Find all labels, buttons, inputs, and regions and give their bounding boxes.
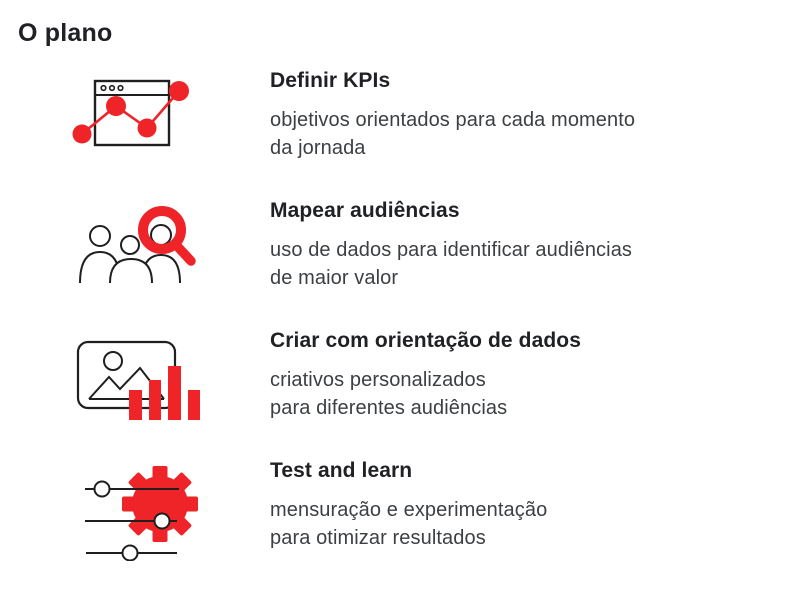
list-item: Mapear audiências uso de dados para iden… xyxy=(58,196,776,296)
plan-list: Definir KPIs objetivos orientados para c… xyxy=(58,66,776,561)
item-heading: Mapear audiências xyxy=(270,199,460,222)
icon-cell xyxy=(58,196,206,288)
item-heading: Criar com orientação de dados xyxy=(270,329,581,352)
item-text: Criar com orientação de dados criativos … xyxy=(270,326,581,422)
icon-cell xyxy=(58,326,206,421)
item-body: objetivos orientados para cada momento d… xyxy=(270,109,636,159)
item-body: criativos personalizados para diferentes… xyxy=(270,369,508,419)
audience-magnifier-icon xyxy=(79,206,196,284)
item-body: mensuração e experimentação para otimiza… xyxy=(270,499,548,549)
item-text: Mapear audiências uso de dados para iden… xyxy=(270,196,632,292)
item-heading: Definir KPIs xyxy=(270,69,391,92)
item-body: uso de dados para identificar audiências… xyxy=(270,239,633,289)
list-item: Definir KPIs objetivos orientados para c… xyxy=(58,66,776,166)
image-bar-chart-icon xyxy=(76,340,200,420)
item-text: Definir KPIs objetivos orientados para c… xyxy=(270,66,635,162)
list-item: Criar com orientação de dados criativos … xyxy=(58,326,776,426)
list-item: Test and learn mensuração e experimentaç… xyxy=(58,456,776,561)
kpi-line-chart-icon xyxy=(72,79,189,147)
sliders-gear-icon xyxy=(85,466,198,561)
page-title: O plano xyxy=(18,19,113,47)
icon-cell xyxy=(58,456,206,561)
item-text: Test and learn mensuração e experimentaç… xyxy=(270,456,547,552)
icon-cell xyxy=(58,66,206,156)
item-heading: Test and learn xyxy=(270,459,413,482)
